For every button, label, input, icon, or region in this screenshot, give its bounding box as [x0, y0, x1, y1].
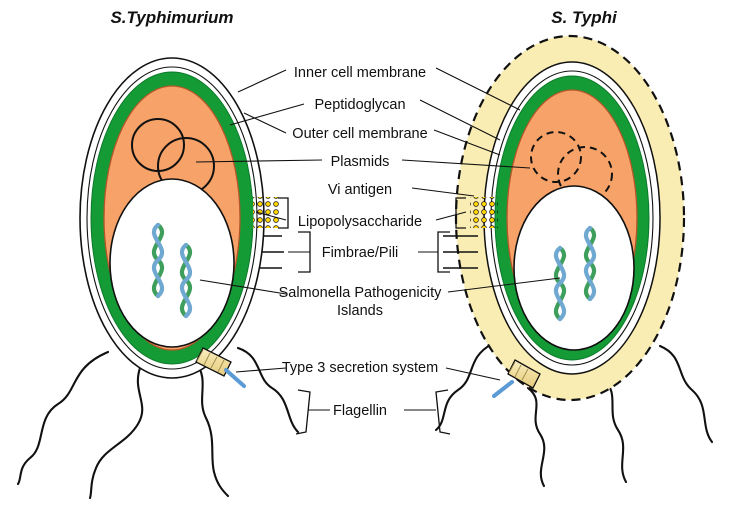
label-outer-cell-membrane: Outer cell membrane	[292, 126, 427, 142]
leader-lines	[195, 67, 561, 411]
flagella-left	[16, 346, 300, 500]
lps-base-left	[247, 196, 253, 229]
label-type3-secretion: Type 3 secretion system	[282, 360, 438, 376]
spi-dna-left	[151, 222, 193, 319]
type3-secretion-system-right	[492, 359, 541, 398]
label-plasmids: Plasmids	[331, 154, 390, 170]
brackets	[278, 197, 466, 435]
plasmid-right-1	[530, 131, 582, 183]
spi-dna-right	[553, 225, 597, 322]
lipopolysaccharide-left	[250, 197, 280, 228]
label-inner-cell-membrane: Inner cell membrane	[294, 65, 426, 81]
flagella-right	[434, 342, 714, 488]
label-lipopolysaccharide: Lipopolysaccharide	[298, 214, 422, 230]
type3-secretion-system-left	[195, 347, 246, 388]
title-left: S.Typhimurium	[110, 8, 233, 27]
lps-base-right	[498, 196, 504, 229]
cell-left-typhimurium	[16, 57, 300, 500]
nucleoid-left	[109, 178, 235, 348]
label-spi-line1: Salmonella Pathogenicity	[279, 285, 443, 301]
lipopolysaccharide-right	[470, 197, 500, 228]
label-peptidoglycan: Peptidoglycan	[314, 97, 405, 113]
cell-right-typhi	[434, 34, 714, 488]
title-right: S. Typhi	[551, 8, 618, 27]
label-texts: Inner cell membrane Peptidoglycan Outer …	[279, 65, 443, 419]
label-vi-antigen: Vi antigen	[328, 182, 392, 198]
label-flagellin: Flagellin	[333, 403, 387, 419]
fimbriae-right	[443, 235, 478, 269]
nucleoid-right	[513, 185, 635, 351]
label-spi-line2: Islands	[337, 303, 383, 319]
label-fimbrae-pili: Fimbrae/Pili	[322, 245, 399, 261]
